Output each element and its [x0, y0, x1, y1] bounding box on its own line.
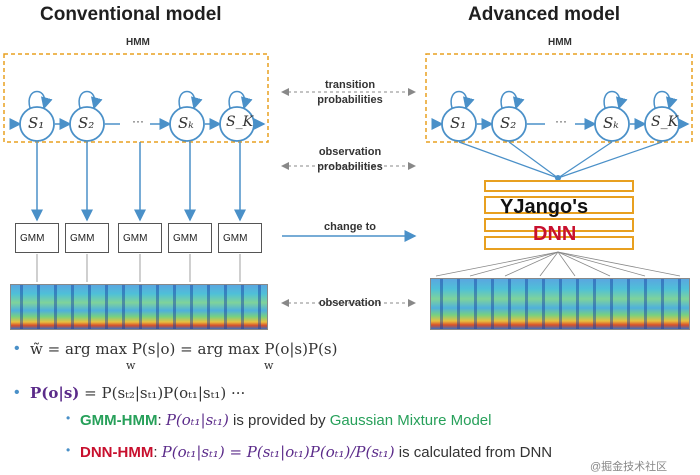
left-hmm-box [3, 53, 269, 143]
gmm-box-5: GMM [218, 223, 262, 253]
dnn-layer-3 [484, 218, 634, 232]
left-state-1 [19, 106, 55, 142]
dnn-hmm-text: is calculated from DNN [398, 444, 553, 461]
gmm-box-3: GMM [118, 223, 162, 253]
right-state-2 [491, 106, 527, 142]
gmm-hmm-text1: is provided by [233, 412, 326, 429]
right-state-1 [441, 106, 477, 142]
formula-line1: w̃ = arg max P(s|o) = arg max P(o|s)P(s) [30, 340, 338, 358]
formula-line1-sub-w-2: w [264, 359, 274, 372]
left-state-label-2: S₂ [78, 114, 95, 132]
right-state-label-k: Sₖ [603, 114, 619, 132]
dnn-hmm-expr: P(oₜ₁|sₜ₁) = P(sₜ₁|oₜ₁)P(oₜ₁)/P(sₜ₁) [161, 443, 395, 461]
formula-line2: P(o|s) = P(sₜ₂|sₜ₁)P(oₜ₁|sₜ₁) ··· [30, 384, 245, 402]
dnn-layer-2 [484, 196, 634, 214]
right-spectrogram [430, 278, 690, 330]
left-state-label-k: Sₖ [178, 114, 194, 132]
right-state-label-2: S₂ [500, 114, 517, 132]
gmm-label: GMM [173, 233, 198, 244]
formula-line1-sub-w-1: w [126, 359, 136, 372]
gmm-hmm-prefix: GMM-HMM [80, 412, 158, 429]
right-state-label-1: S₁ [450, 114, 467, 132]
left-spectrogram [10, 284, 268, 330]
observation-probabilities-label: observation probabilities [305, 145, 395, 175]
gmm-hmm-line: GMM-HMM: P(oₜ₁|sₜ₁) is provided by Gauss… [80, 411, 492, 429]
left-state-K [219, 106, 255, 142]
transition-probabilities-label: transition probabilities [305, 78, 395, 108]
gmm-box-1: GMM [15, 223, 59, 253]
right-state-K [644, 106, 680, 142]
right-state-label-K: S_K [651, 114, 679, 130]
right-hmm-label: HMM [548, 37, 572, 48]
bullet-3: • [66, 411, 71, 425]
gmm-box-4: GMM [168, 223, 212, 253]
dnn-hmm-prefix: DNN-HMM [80, 444, 154, 461]
gmm-label: GMM [223, 233, 248, 244]
left-state-label-1: S₁ [28, 114, 45, 132]
formula-line2-rhs: = P(sₜ₂|sₜ₁)P(oₜ₁|sₜ₁) ··· [84, 384, 246, 402]
right-state-k [594, 106, 630, 142]
left-state-label-K: S_K [226, 114, 254, 130]
gmm-hmm-text2: Gaussian Mixture Model [329, 412, 492, 429]
dnn-brand-label: YJango's [500, 196, 589, 218]
gmm-hmm-expr: P(oₜ₁|sₜ₁) [165, 411, 229, 429]
dnn-label: DNN [533, 223, 577, 245]
right-state-dots: ··· [555, 114, 567, 128]
watermark: @掘金技术社区 [590, 461, 668, 473]
dnn-layer-1 [484, 180, 634, 192]
observation-label: observation [318, 297, 382, 309]
dnn-layer-4 [484, 236, 634, 250]
gmm-box-2: GMM [65, 223, 109, 253]
dnn-hmm-line: DNN-HMM: P(oₜ₁|sₜ₁) = P(sₜ₁|oₜ₁)P(oₜ₁)/P… [80, 443, 553, 461]
left-state-dots: ··· [132, 114, 144, 128]
left-state-2 [69, 106, 105, 142]
bullet-2: • [14, 384, 20, 401]
observation-line1: observation [318, 146, 382, 158]
formula-line2-lhs: P(o|s) [30, 384, 80, 402]
bullet-4: • [66, 443, 71, 457]
left-hmm-label: HMM [126, 37, 150, 48]
gmm-label: GMM [20, 233, 45, 244]
left-title: Conventional model [40, 4, 222, 25]
right-hmm-box [425, 53, 693, 143]
left-state-k [169, 106, 205, 142]
transition-line2: probabilities [317, 94, 383, 106]
observation-line2: probabilities [317, 161, 383, 173]
gmm-label: GMM [123, 233, 148, 244]
change-to-label: change to [324, 221, 376, 233]
transition-line1: transition [324, 79, 376, 91]
gmm-label: GMM [70, 233, 95, 244]
bullet-1: • [14, 340, 20, 357]
right-title: Advanced model [468, 4, 621, 25]
